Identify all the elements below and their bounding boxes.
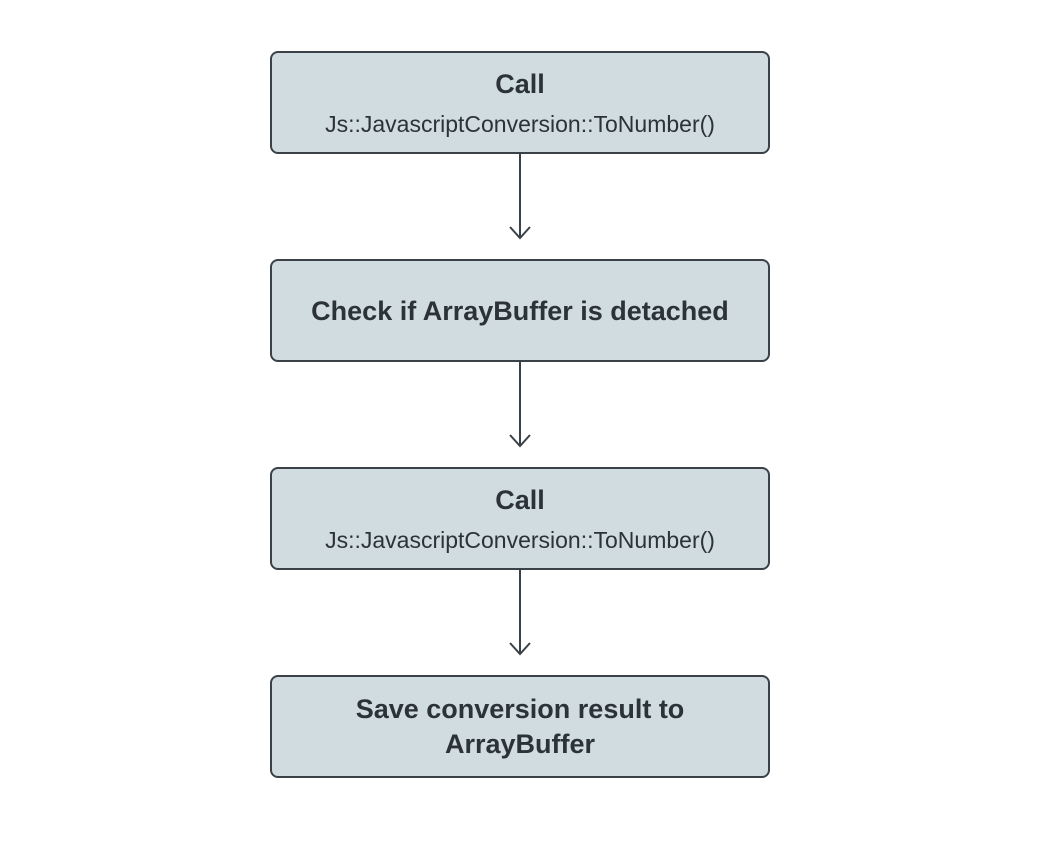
arrow-n2-to-n3 <box>509 362 531 448</box>
node-call-to-number-1: Call Js::JavascriptConversion::ToNumber(… <box>270 51 770 154</box>
node-title: Save conversion result to ArrayBuffer <box>355 693 685 759</box>
node-subtitle: Js::JavascriptConversion::ToNumber() <box>325 526 715 553</box>
node-save-result: Save conversion result to ArrayBuffer <box>270 675 770 778</box>
node-subtitle: Js::JavascriptConversion::ToNumber() <box>325 110 715 137</box>
node-title: Call <box>495 68 545 99</box>
arrow-n1-to-n2 <box>509 154 531 240</box>
node-call-to-number-2: Call Js::JavascriptConversion::ToNumber(… <box>270 467 770 570</box>
node-title: Check if ArrayBuffer is detached <box>311 295 729 326</box>
node-title: Call <box>495 484 545 515</box>
arrow-n3-to-n4 <box>509 570 531 656</box>
node-check-detached: Check if ArrayBuffer is detached <box>270 259 770 362</box>
